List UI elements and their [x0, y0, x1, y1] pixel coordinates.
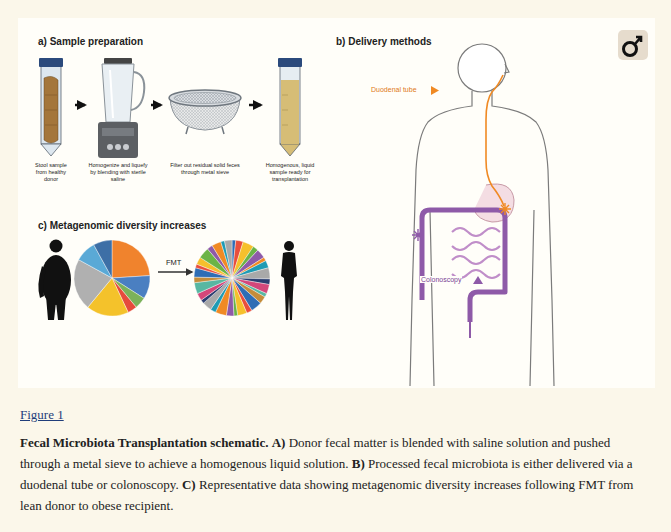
human-body-outline — [410, 44, 554, 386]
stool-tube — [39, 58, 63, 156]
digestive-organs — [412, 75, 514, 338]
step-caption: Stool sample from healthy donor — [29, 162, 73, 183]
flow-arrow — [249, 104, 261, 107]
fmt-arrow — [158, 271, 192, 273]
pie-slice — [224, 240, 232, 278]
process-step: Homogenous, liquid sample ready for tran… — [262, 58, 318, 187]
figure-caption: Fecal Microbiota Transplantation schemat… — [20, 432, 652, 516]
process-step: Stool sample from healthy donor — [28, 58, 74, 187]
tube-marker — [431, 86, 439, 95]
figure-link: Figure 1 — [20, 407, 64, 423]
pie-slice — [221, 241, 232, 278]
pie-slice — [232, 268, 270, 279]
flow-arrow — [75, 104, 85, 107]
pie-slice — [232, 278, 247, 316]
panel-heading: a) Sample preparation — [38, 36, 143, 47]
delivery-label: Duodenal tube — [371, 86, 417, 93]
panel-heading: c) Metagenomic diversity increases — [38, 220, 206, 231]
pie-slice — [112, 240, 150, 278]
journal-icon — [618, 30, 648, 60]
pie-slice — [194, 278, 232, 294]
lean-donor-silhouette — [281, 241, 297, 320]
obese-recipient-silhouette — [38, 240, 71, 321]
blender — [98, 58, 144, 158]
step-caption: Filter out residual solid feces through … — [163, 162, 247, 176]
donor-pie — [194, 240, 270, 316]
pie-slice — [94, 240, 112, 278]
scope-marker — [473, 276, 483, 284]
process-step: Homogenize and liquefy by blending with … — [86, 58, 150, 187]
process-step: Filter out residual solid feces through … — [162, 58, 248, 180]
liquid-sample-tube — [278, 58, 302, 156]
figure-panel — [18, 18, 655, 388]
delivery-label: Colonoscopy — [420, 276, 462, 283]
diversity-pies — [74, 240, 270, 316]
recipient-pie — [74, 240, 150, 316]
panel-heading: b) Delivery methods — [336, 36, 432, 47]
step-caption: Homogenous, liquid sample ready for tran… — [263, 162, 317, 183]
step-caption: Homogenize and liquefy by blending with … — [87, 162, 149, 183]
flow-arrow — [151, 104, 161, 107]
metal-sieve — [169, 90, 241, 134]
arrow-label: FMT — [166, 258, 181, 267]
